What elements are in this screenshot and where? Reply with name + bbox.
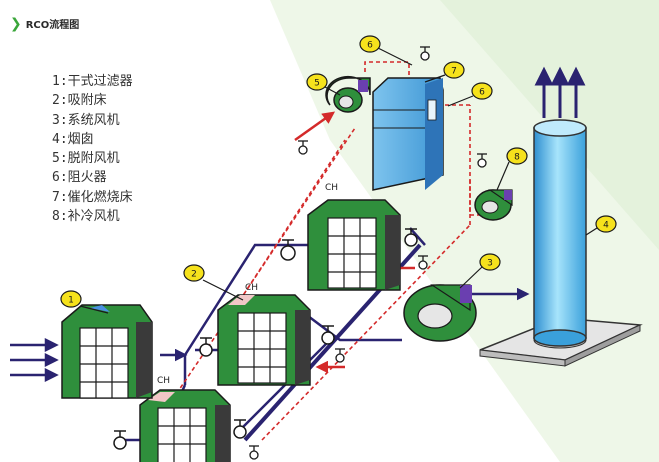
callout-number: 6: [367, 41, 373, 51]
ch-label: CH: [325, 183, 338, 193]
chimney: [479, 119, 643, 367]
dry-filter: [61, 304, 153, 399]
valve: [249, 445, 259, 460]
desorption-fan: [325, 75, 371, 113]
callout-number: 1: [68, 296, 74, 306]
callout-1: 1: [60, 290, 109, 314]
catalytic-combustion-bed: [372, 77, 444, 191]
callout-number: 2: [191, 270, 197, 280]
valve: [418, 255, 428, 270]
page-header: ❯ RCO流程图: [10, 15, 80, 32]
callout-6: 6: [359, 35, 413, 66]
valve: [298, 140, 308, 155]
chevron-right-icon: ❯: [10, 15, 22, 32]
callout-number: 3: [487, 259, 493, 269]
callout-number: 7: [451, 67, 457, 77]
callout-number: 8: [514, 153, 520, 163]
ch-label: CH: [157, 376, 170, 386]
legend-item: 2:吸附床: [52, 93, 107, 109]
valve: [420, 46, 430, 61]
valve: [321, 325, 335, 345]
callout-number: 5: [314, 79, 320, 89]
adsorption-bed: [217, 294, 311, 386]
legend-item: 1:干式过滤器: [52, 74, 133, 89]
adsorption-bed: [307, 199, 401, 291]
valve: [335, 348, 345, 363]
legend-item: 6:阻火器: [52, 170, 107, 186]
system-fan: [403, 284, 477, 342]
legend-item: 4:烟囱: [52, 131, 94, 147]
callout-number: 4: [603, 221, 609, 231]
legend-item: 8:补冷风机: [52, 209, 120, 225]
callout-number: 6: [479, 88, 485, 98]
valve: [113, 430, 127, 450]
equipment-legend: 1:干式过滤器 2:吸附床 3:系统风机 4:烟囱 5:脱附风机 6:阻火器 7…: [52, 72, 133, 226]
adsorption-bed: [139, 389, 231, 462]
ch-label: CH: [245, 283, 258, 293]
valve: [199, 337, 213, 357]
valve: [477, 153, 487, 168]
exhaust-arrows: [534, 66, 586, 118]
cooling-fan: [474, 189, 513, 221]
valve: [404, 228, 418, 247]
callout-8: 8: [496, 147, 528, 191]
callout-7: 7: [424, 61, 465, 83]
callout-4: 4: [585, 215, 617, 236]
callout-5: 5: [306, 73, 341, 96]
valve: [280, 239, 296, 261]
callout-3: 3: [459, 253, 501, 289]
callout-2: 2: [183, 264, 244, 301]
valve: [233, 419, 247, 439]
legend-item: 7:催化燃烧床: [52, 189, 133, 205]
legend-item: 3:系统风机: [52, 112, 120, 128]
legend-item: 5:脱附风机: [52, 151, 120, 167]
callout-6: 6: [447, 82, 493, 107]
page-title: RCO流程图: [25, 20, 80, 31]
inlet-arrows: [10, 337, 59, 383]
